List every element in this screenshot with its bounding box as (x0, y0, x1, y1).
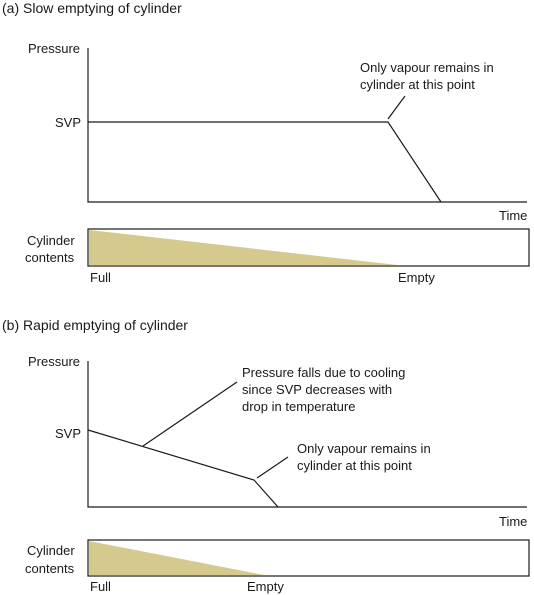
panel-b-contents-fill (89, 541, 264, 575)
panel-a-contents-label-line1: Cylinder (27, 233, 75, 248)
panel-a-annotation-leader (387, 95, 406, 120)
panel-b-full-label: Full (90, 579, 111, 594)
panel-a-contents-label-line2: contents (25, 250, 75, 265)
panel-b-time-label: Time (499, 514, 527, 529)
panel-b-cooling-line3: drop in temperature (242, 399, 355, 414)
panel-b-title: (b) Rapid emptying of cylinder (2, 317, 188, 333)
panel-b-contents-label-line2: contents (25, 561, 75, 576)
panel-b: (b) Rapid emptying of cylinder Pressure … (2, 317, 530, 594)
panel-b-pressure-label: Pressure (28, 354, 80, 369)
panel-a-contents-fill (89, 230, 398, 265)
panel-b-annotation-line1: Only vapour remains in (297, 441, 431, 456)
panel-a-axes (87, 48, 527, 203)
panel-a-svp-label: SVP (55, 115, 81, 130)
panel-a-annotation-line2: cylinder at this point (360, 77, 475, 92)
panel-b-pressure-curve (87, 429, 279, 508)
panel-a-time-label: Time (499, 208, 527, 223)
panel-a-annotation-line1: Only vapour remains in (360, 60, 494, 75)
panel-a-pressure-label: Pressure (28, 41, 80, 56)
panel-a-title: (a) Slow emptying of cylinder (2, 0, 182, 16)
panel-a: (a) Slow emptying of cylinder Pressure S… (2, 0, 530, 285)
panel-b-cooling-leader (142, 381, 238, 447)
panel-b-annotation-line2: cylinder at this point (297, 458, 412, 473)
panel-b-contents-label-line1: Cylinder (27, 543, 75, 558)
panel-b-empty-label: Empty (247, 579, 284, 594)
panel-b-svp-label: SVP (55, 426, 81, 441)
panel-a-empty-label: Empty (398, 270, 435, 285)
panel-b-cooling-line2: since SVP decreases with (242, 382, 392, 397)
panel-b-axes (87, 361, 527, 508)
panel-a-pressure-curve (88, 121, 442, 203)
panel-a-full-label: Full (90, 270, 111, 285)
panel-b-annotation-leader (256, 456, 289, 479)
panel-b-cooling-line1: Pressure falls due to cooling (242, 365, 405, 380)
